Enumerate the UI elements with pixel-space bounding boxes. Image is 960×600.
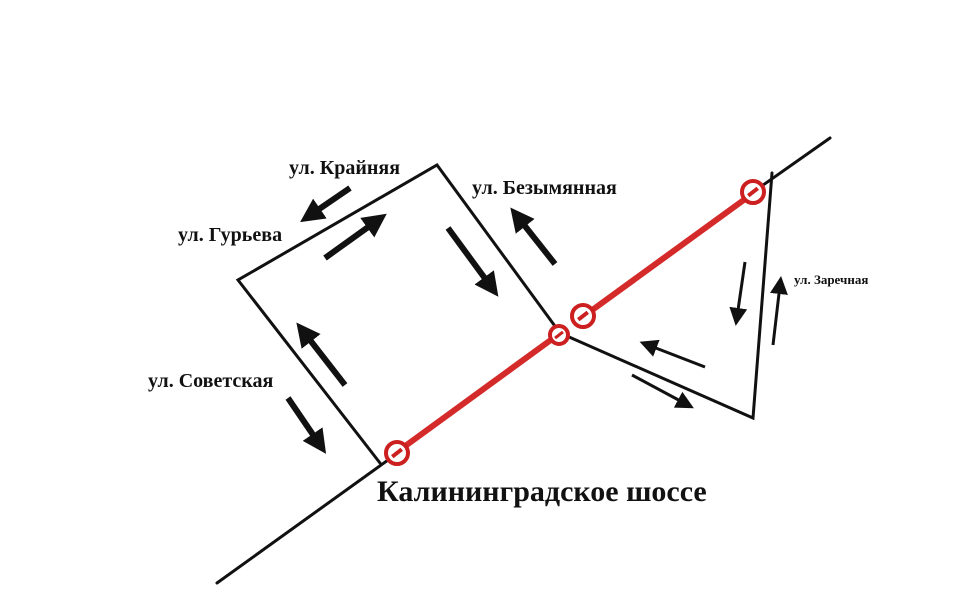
arrow-icon — [300, 185, 352, 223]
closure-markers — [384, 179, 766, 466]
arrow-icon — [285, 396, 327, 454]
arrow-icon — [510, 207, 558, 266]
closed-highway-section — [394, 191, 755, 455]
arrow-icon — [770, 276, 788, 346]
road-network — [215, 136, 832, 585]
no-entry-icon — [548, 324, 570, 346]
label-street-zarechnaya: ул. Заречная — [794, 272, 868, 287]
arrow-icon — [729, 261, 748, 326]
label-main-highway: Калининградское шоссе — [377, 475, 707, 508]
no-entry-icon — [570, 303, 596, 329]
traffic-arrows-thin — [631, 261, 788, 409]
zarechnaya-loop-road — [558, 171, 774, 421]
highway-lower-segment — [215, 453, 397, 585]
detour-loop-road — [235, 163, 562, 465]
no-entry-icon — [740, 179, 766, 205]
label-street-sovetskaya: ул. Советская — [148, 370, 274, 392]
arrow-icon — [445, 226, 499, 297]
arrow-icon — [323, 213, 387, 261]
street-labels: ул. Крайняя ул. Гурьева ул. Безымянная у… — [148, 157, 868, 508]
arrow-icon — [296, 322, 348, 387]
label-street-krainyaya: ул. Крайняя — [289, 157, 400, 179]
no-entry-icon — [384, 440, 410, 466]
traffic-arrows — [285, 185, 558, 454]
highway-upper-segment — [754, 136, 832, 192]
label-street-bezymyannaya: ул. Безымянная — [472, 177, 617, 199]
arrow-icon — [639, 339, 706, 369]
arrow-icon — [631, 373, 694, 409]
label-street-guryeva: ул. Гурьева — [178, 224, 282, 246]
